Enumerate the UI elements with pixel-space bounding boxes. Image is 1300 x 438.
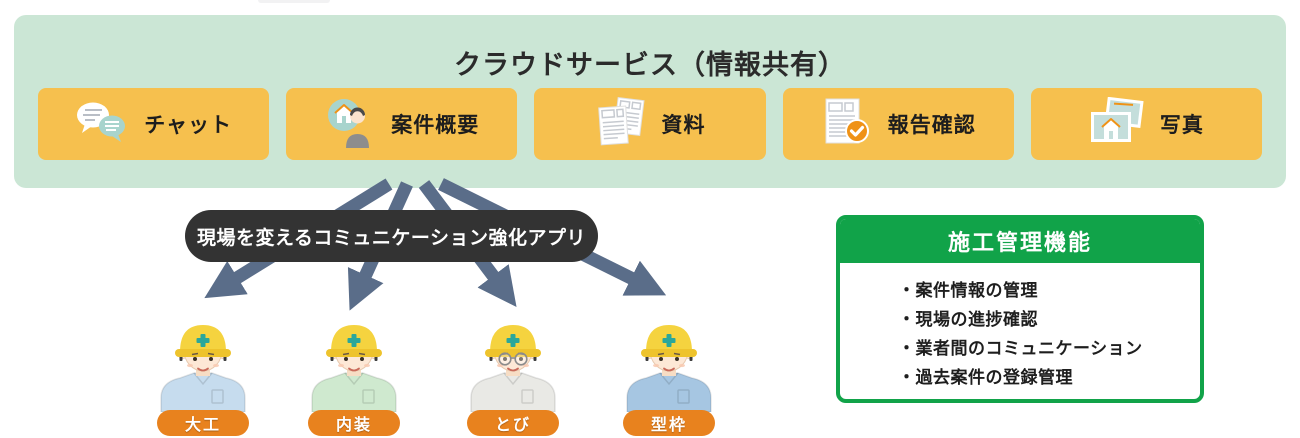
worker-role-badge: 内装 (308, 410, 400, 436)
feature-list-item: ・案件情報の管理 (898, 281, 1038, 300)
feature-button-project-overview: 案件概要 (286, 88, 518, 160)
feature-button-report-check: 報告確認 (782, 88, 1014, 160)
feature-button-label: チャット (144, 114, 232, 137)
photos-icon (1089, 96, 1145, 152)
worker-role-badge: 大工 (157, 410, 249, 436)
report-check-icon (821, 96, 873, 153)
worker-role-badge: とび (467, 410, 559, 436)
feature-list-item: ・業者間のコミュニケーション (898, 339, 1143, 358)
documents-icon (595, 96, 647, 153)
feature-button-photos: 写真 (1030, 88, 1263, 160)
construction-management-box: 施工管理機能 ・案件情報の管理 ・現場の進捗確認 ・業者間のコミュニケーション … (836, 215, 1204, 403)
app-banner-label: 現場を変えるコミュニケーション強化アプリ (196, 227, 587, 249)
worker-illustration (160, 325, 246, 412)
worker-scaffolder: とび (458, 314, 568, 438)
worker-illustration (626, 325, 712, 412)
app-banner-pill: 現場を変えるコミュニケーション強化アプリ (185, 210, 598, 262)
feature-button-label: 案件概要 (391, 114, 480, 137)
glasses-icon (498, 352, 528, 366)
cloud-feature-button-row: チャット 案件概要 (38, 88, 1263, 160)
construction-management-list: ・案件情報の管理 ・現場の進捗確認 ・業者間のコミュニケーション ・過去案件の登… (840, 263, 1200, 392)
worker-role-badge: 型枠 (623, 410, 715, 436)
worker-interior: 内装 (299, 314, 409, 438)
worker-carpenter: 大工 (148, 314, 258, 438)
cloud-panel-title: クラウドサービス（情報共有） (454, 50, 846, 80)
house-person-icon (324, 96, 376, 153)
cloud-service-panel: クラウドサービス（情報共有） (14, 15, 1286, 188)
cropped-artifact (258, 0, 330, 3)
feature-button-label: 資料 (661, 114, 706, 137)
feature-button-chat: チャット (38, 88, 270, 160)
worker-formwork: 型枠 (614, 314, 724, 438)
feature-list-item: ・過去案件の登録管理 (898, 368, 1073, 387)
feature-button-label: 報告確認 (887, 114, 976, 137)
worker-illustration (311, 325, 397, 412)
feature-list-item: ・現場の進捗確認 (898, 310, 1038, 329)
construction-management-title: 施工管理機能 (840, 219, 1200, 263)
worker-illustration (470, 325, 556, 412)
chat-bubbles-icon (75, 101, 129, 148)
feature-button-documents: 資料 (534, 88, 766, 160)
feature-button-label: 写真 (1159, 114, 1204, 137)
